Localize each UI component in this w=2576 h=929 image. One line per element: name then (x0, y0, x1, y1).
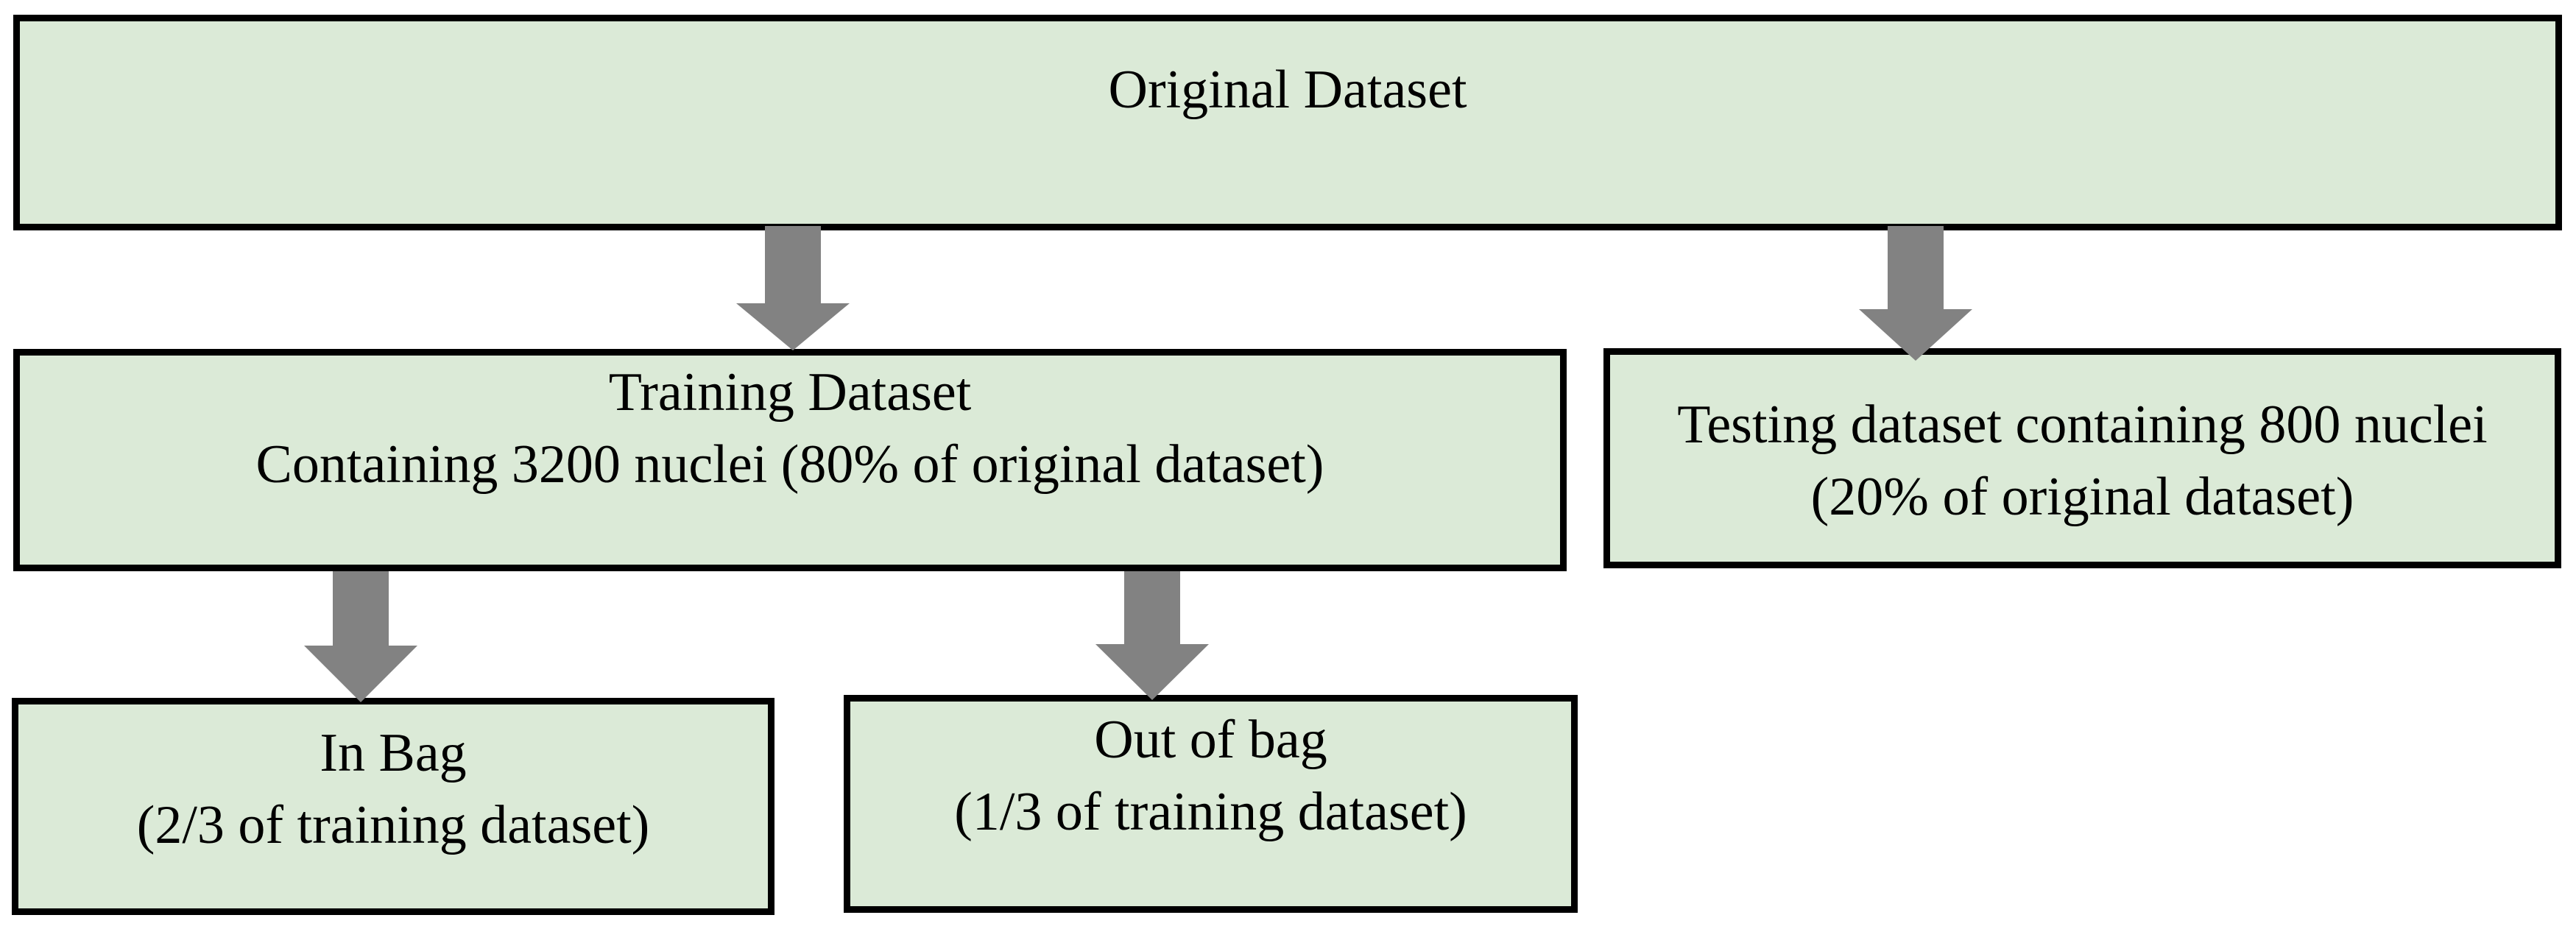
original-dataset-box: Original Dataset (13, 15, 2562, 230)
arrow-shaft (1124, 571, 1180, 644)
arrow-shaft (765, 226, 821, 303)
down-arrow-icon (1859, 226, 1972, 361)
testing-dataset-title: Testing dataset containing 800 nuclei (1677, 395, 2488, 455)
arrow-head (736, 303, 850, 350)
training-dataset-box: Training Dataset Containing 3200 nuclei … (13, 349, 1567, 571)
out-of-bag-detail: (1/3 of training dataset) (954, 781, 1467, 842)
arrow-head (1859, 309, 1972, 361)
in-bag-box: In Bag (2/3 of training dataset) (12, 698, 774, 915)
down-arrow-icon (304, 571, 417, 702)
down-arrow-icon (736, 226, 850, 350)
training-dataset-title: Training Dataset (608, 362, 972, 423)
out-of-bag-box: Out of bag (1/3 of training dataset) (844, 695, 1578, 913)
arrow-head (304, 646, 417, 702)
arrow-shaft (1888, 226, 1944, 309)
original-dataset-label: Original Dataset (1108, 60, 1467, 120)
testing-dataset-box: Testing dataset containing 800 nuclei (2… (1603, 348, 2561, 568)
training-dataset-detail: Containing 3200 nuclei (80% of original … (255, 434, 1324, 495)
in-bag-detail: (2/3 of training dataset) (136, 794, 650, 855)
down-arrow-icon (1095, 571, 1209, 700)
testing-dataset-detail: (20% of original dataset) (1810, 466, 2354, 527)
arrow-shaft (333, 571, 389, 646)
in-bag-title: In Bag (320, 723, 467, 783)
arrow-head (1095, 644, 1209, 700)
out-of-bag-title: Out of bag (1094, 710, 1327, 770)
